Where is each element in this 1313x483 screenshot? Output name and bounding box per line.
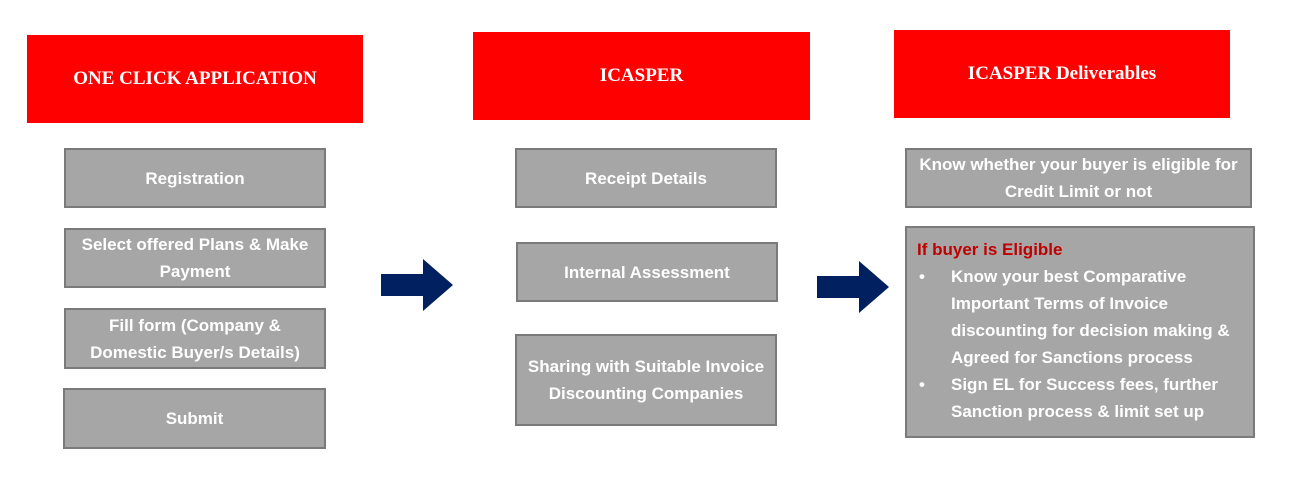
deliverable-label: Know whether your buyer is eligible for … [919, 155, 1238, 201]
step-submit: Submit [63, 388, 326, 449]
right-arrow-icon [381, 259, 453, 311]
step-label: Sharing with Suitable Invoice Discountin… [527, 357, 765, 403]
step-label: Submit [165, 409, 224, 428]
step-fill-form: Fill form (Company & Domestic Buyer/s De… [64, 308, 326, 369]
header-icasper: ICASPER [473, 32, 810, 120]
step-label: Fill form (Company & Domestic Buyer/s De… [90, 315, 300, 362]
header-label: ICASPER Deliverables [967, 63, 1157, 84]
list-item: • Sign EL for Success fees, further Sanc… [917, 371, 1243, 425]
deliverable-eligibility-check: Know whether your buyer is eligible for … [905, 148, 1252, 208]
step-sharing-companies: Sharing with Suitable Invoice Discountin… [515, 334, 777, 426]
step-label: Registration [145, 168, 245, 188]
step-label: Internal Assessment [564, 262, 730, 282]
list-item-text: Sign EL for Success fees, further Sancti… [951, 375, 1219, 421]
step-receipt-details: Receipt Details [515, 148, 777, 208]
eligible-list: • Know your best Comparative Important T… [917, 263, 1243, 425]
step-label: Receipt Details [585, 168, 707, 188]
header-label: ICASPER [599, 65, 684, 86]
eligible-deliverables-box: If buyer is Eligible • Know your best Co… [905, 226, 1255, 438]
step-select-plans: Select offered Plans & Make Payment [64, 228, 326, 288]
header-label: ONE CLICK APPLICATION [73, 68, 317, 89]
step-label: Select offered Plans & Make Payment [81, 235, 309, 281]
header-one-click-application: ONE CLICK APPLICATION [27, 35, 363, 123]
header-icasper-deliverables: ICASPER Deliverables [894, 30, 1230, 118]
eligible-title: If buyer is Eligible [917, 240, 1063, 259]
right-arrow-icon [817, 261, 889, 313]
bullet-icon: • [919, 375, 925, 394]
list-item: • Know your best Comparative Important T… [917, 263, 1243, 371]
list-item-text: Know your best Comparative Important Ter… [951, 267, 1230, 367]
step-internal-assessment: Internal Assessment [516, 242, 778, 302]
step-registration: Registration [64, 148, 326, 208]
bullet-icon: • [919, 267, 925, 286]
